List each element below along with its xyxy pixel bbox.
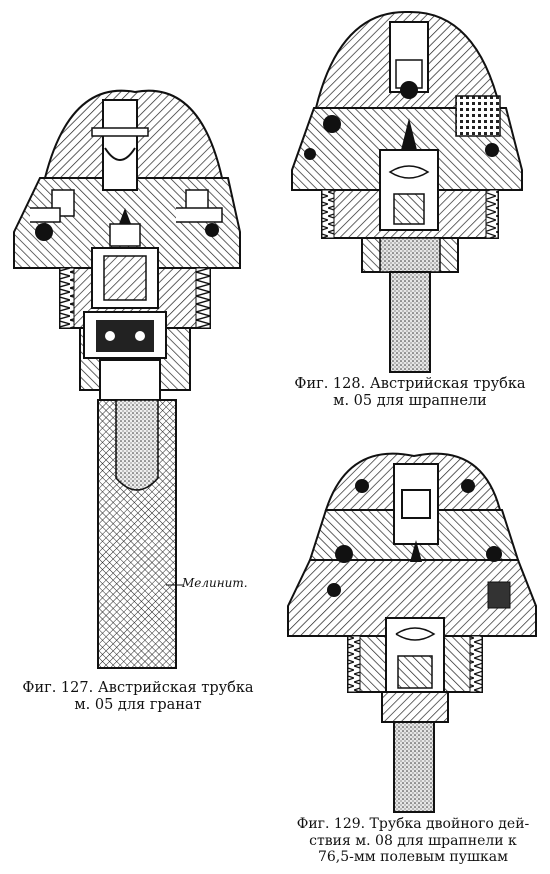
figure-127: Мелинит. (0, 0, 270, 680)
figure-127-drawing (13, 89, 241, 669)
caption-line: 76,5-мм полевым пушкам (317, 849, 508, 866)
figure-128 (280, 0, 550, 380)
caption-line: м. 05 для гранат (74, 697, 202, 714)
figure-128-caption: Фиг. 128. Австрийская трубка м. 05 для ш… (280, 376, 540, 410)
caption-line: Фиг. 129. Трубка двойного дей- (296, 816, 530, 832)
figure-129-drawing (287, 452, 537, 813)
caption-line: Фиг. 127. Австрийская трубка (22, 680, 254, 696)
melinit-label: Мелинит. (182, 576, 248, 590)
caption-line: Фиг. 128. Австрийская трубка (294, 376, 526, 392)
caption-line: м. 05 для шрапнели (333, 393, 487, 410)
caption-line: ствия м. 08 для шрапнели к (309, 832, 517, 849)
figure-128-drawing (291, 10, 523, 373)
figure-129-caption: Фиг. 129. Трубка двойного дей- ствия м. … (282, 816, 544, 866)
figure-129 (282, 450, 550, 816)
figure-127-caption: Фиг. 127. Австрийская трубка м. 05 для г… (8, 680, 268, 714)
